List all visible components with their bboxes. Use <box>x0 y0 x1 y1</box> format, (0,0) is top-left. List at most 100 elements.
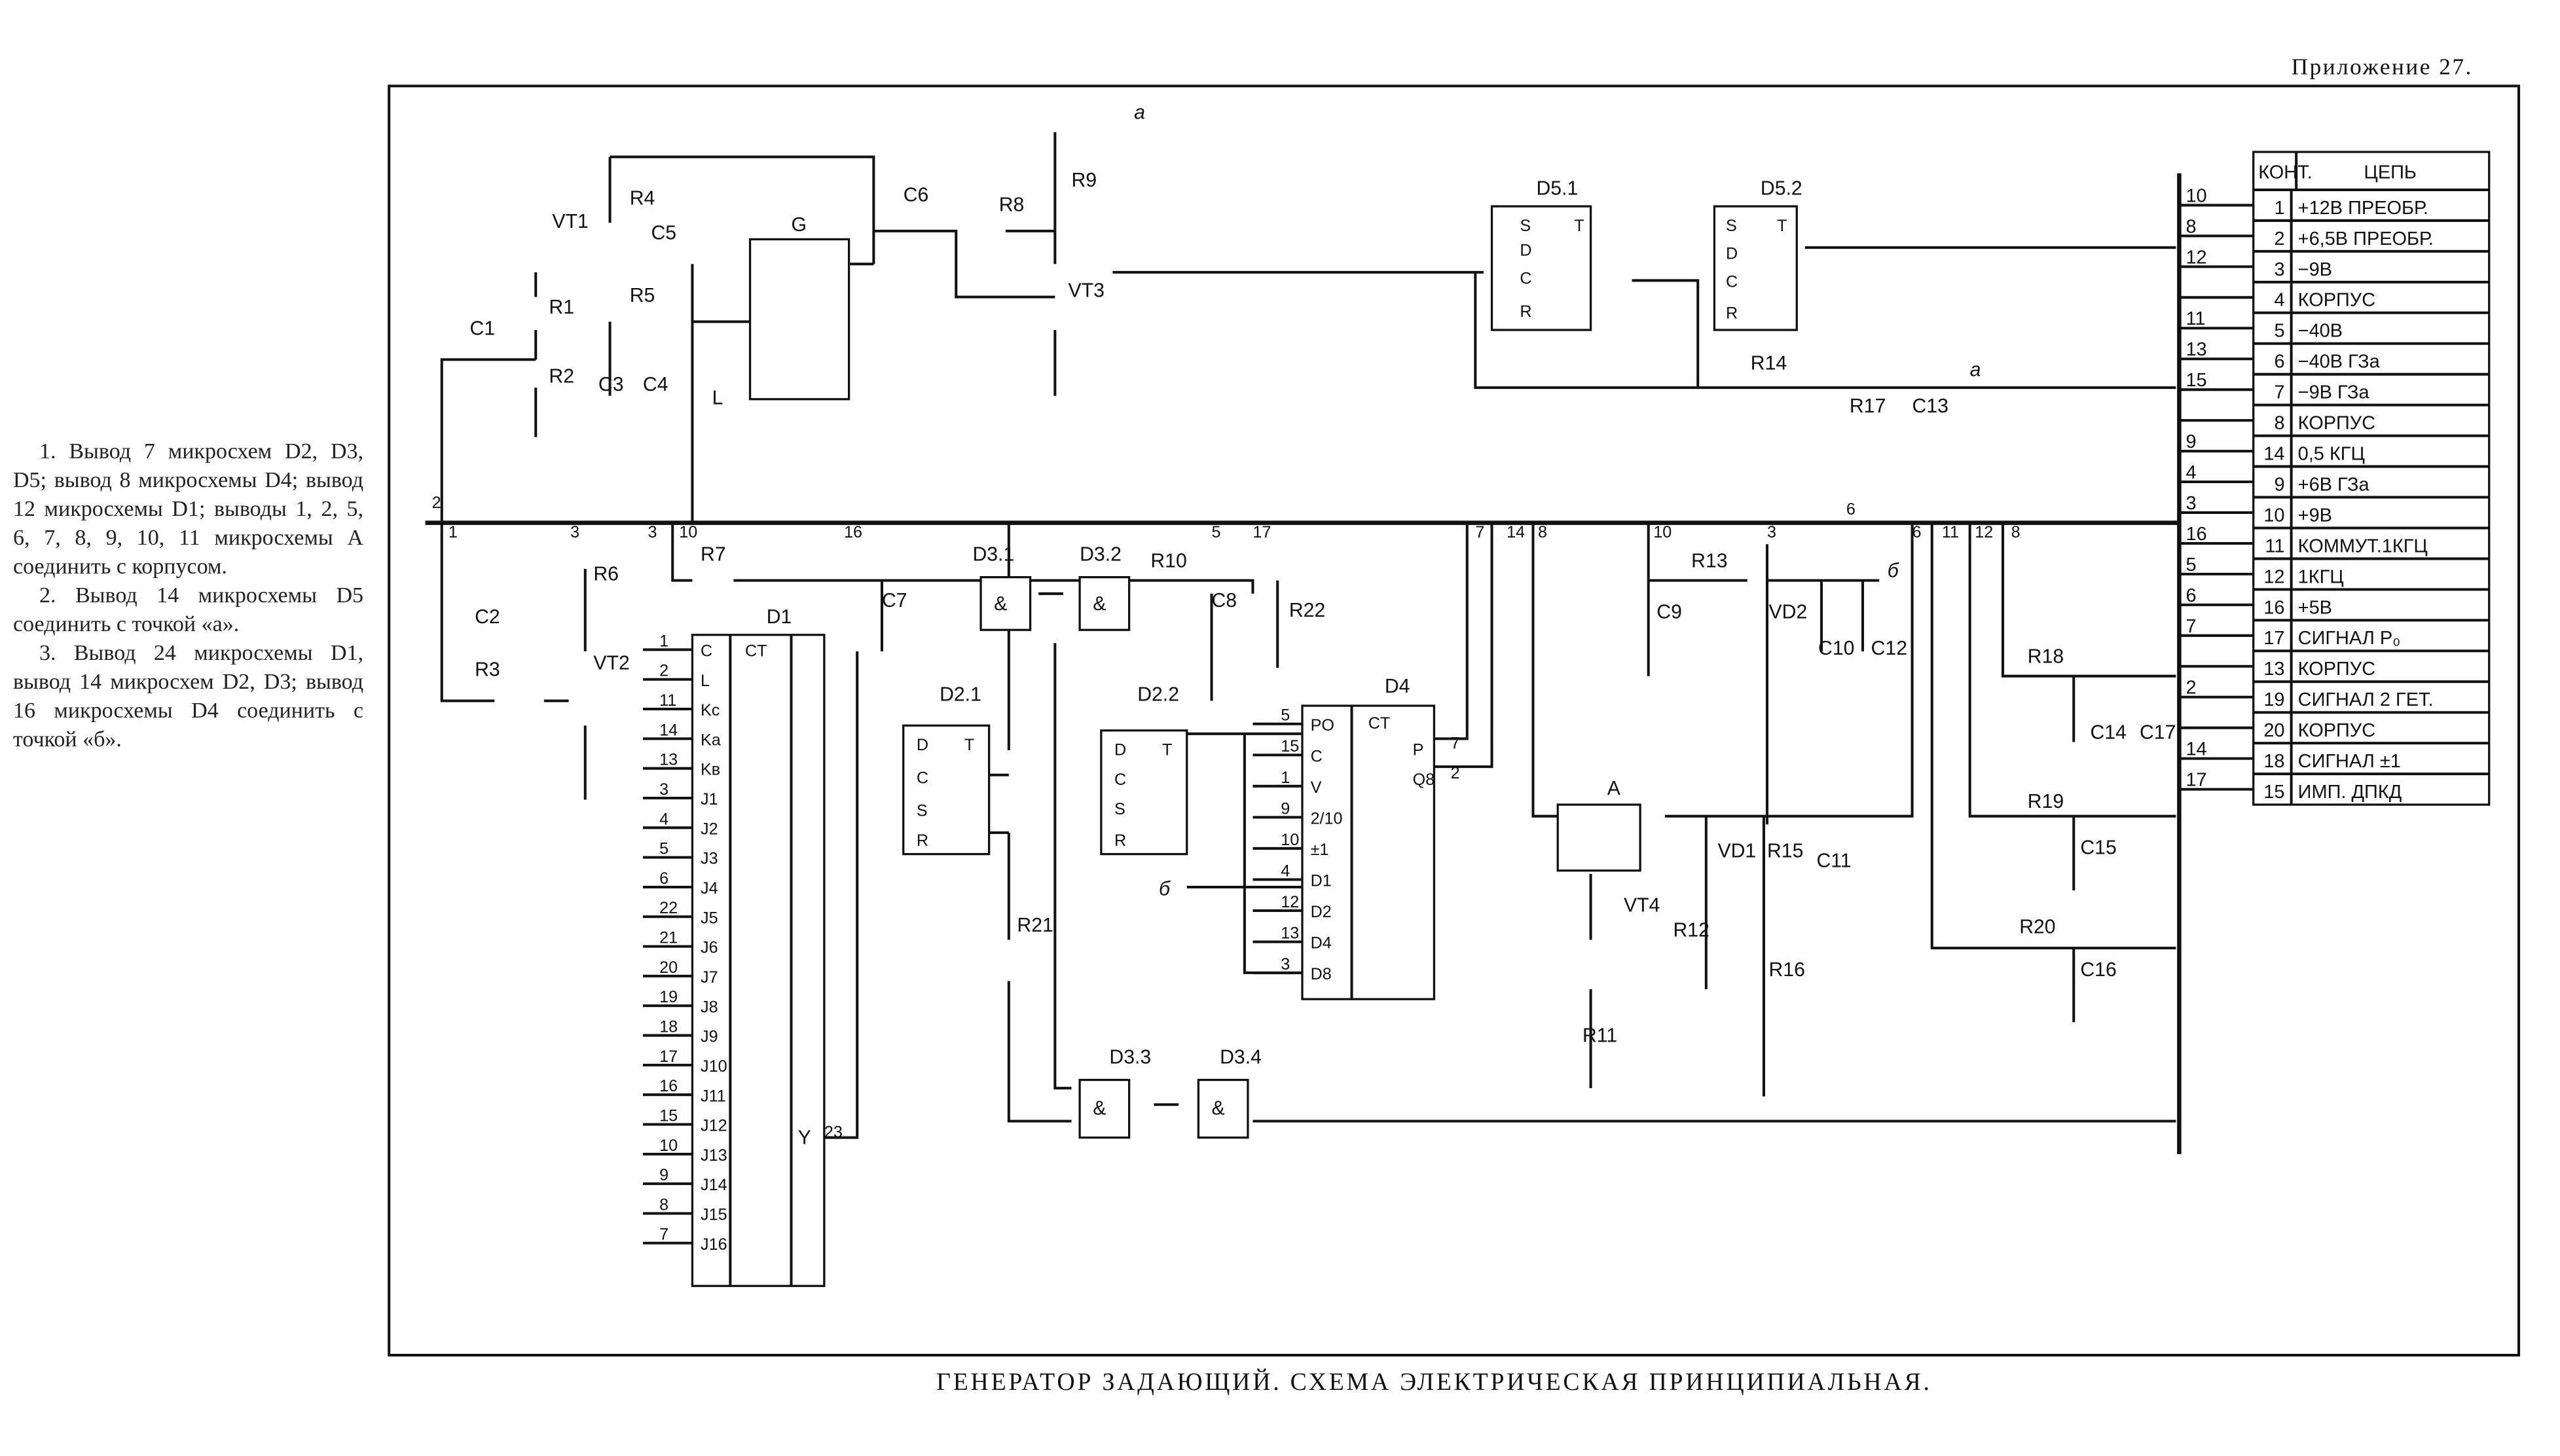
d1-input-j13: J13 <box>701 1146 727 1165</box>
component-label-c14: C14 <box>2090 721 2126 743</box>
d5-1-c: C <box>1520 269 1531 287</box>
component-label-vt4: VT4 <box>1624 895 1660 917</box>
d1-pin-number: 6 <box>659 869 668 888</box>
d1-input-j6: J6 <box>701 939 718 957</box>
d1-pin-number: 16 <box>659 1077 678 1095</box>
bus-tap-number: 3 <box>648 523 657 541</box>
table-cell-contact: 14 <box>2263 443 2284 464</box>
bus-wire-number: 13 <box>2185 339 2206 360</box>
component-label-r11: R11 <box>1582 1025 1617 1047</box>
table-row: 10+9В3 <box>2179 493 2332 526</box>
d3-3-and-symbol: & <box>1093 1097 1106 1119</box>
component-label-r12: R12 <box>1673 919 1709 941</box>
bus-tap-number: 11 <box>1942 523 1959 541</box>
component-label-c13: C13 <box>1912 395 1948 417</box>
bus-wire-number: 3 <box>2185 493 2196 514</box>
component-label-r8: R8 <box>999 194 1025 216</box>
d4-pin-number: 9 <box>1281 799 1290 818</box>
table-cell-circuit: КОРПУС <box>2298 413 2375 434</box>
d4-pin-number: 4 <box>1281 862 1290 880</box>
d1-pin-number: 4 <box>659 810 668 828</box>
d1-input-j14: J14 <box>701 1176 727 1194</box>
table-cell-contact: 16 <box>2263 597 2284 618</box>
d4-pin-number: 13 <box>1281 924 1299 943</box>
d2-2-chip <box>1100 729 1188 856</box>
a-module <box>1556 803 1641 872</box>
net-a-label: а <box>1970 359 1981 380</box>
d1-input-ka: Ka <box>701 731 721 749</box>
bus-wire-number: 17 <box>2185 770 2206 791</box>
d5-2-t: T <box>1777 217 1787 235</box>
bus-wire-number: 11 <box>2185 308 2205 329</box>
component-label-c3: C3 <box>598 374 624 395</box>
d1-pin-number: 22 <box>659 899 678 917</box>
bus-tap-number: 16 <box>844 523 862 541</box>
table-cell-contact: 6 <box>2274 352 2284 373</box>
d1-input-c: C <box>701 642 712 660</box>
bus-tap-number: 14 <box>1507 523 1525 541</box>
table-cell-circuit: ИМП. ДПКД <box>2298 782 2402 803</box>
d2-1-t: T <box>964 736 974 754</box>
generator-g-block <box>748 238 850 401</box>
table-cell-circuit: −40В <box>2298 321 2343 342</box>
d1-pin-number: 11 <box>659 691 676 710</box>
d2-1-d: D <box>917 736 928 754</box>
component-label-c16: C16 <box>2080 959 2116 981</box>
component-label-c5: C5 <box>651 222 676 244</box>
wiring <box>440 132 2176 1139</box>
d1-pin-number: 3 <box>659 780 668 799</box>
table-cell-contact: 12 <box>2263 566 2284 587</box>
bus-wire-number: 5 <box>2185 555 2196 575</box>
component-label-d4: D4 <box>1385 676 1410 697</box>
component-label-d3-2: D3.2 <box>1080 543 1122 565</box>
component-label-c8: C8 <box>1212 590 1237 611</box>
d5-pin-labels: S D C R T S D C R T D C S R T D C S R T … <box>917 217 1787 1119</box>
d4-pin-number: 12 <box>1281 893 1299 911</box>
bus-tap-number: 2 <box>432 494 441 512</box>
d5-2-d: D <box>1726 245 1738 263</box>
d5-1-chip <box>1490 205 1592 331</box>
table-cell-circuit: −40В ГЗа <box>2298 352 2381 373</box>
table-row: 1+12В ПРЕОБР.10 <box>2179 185 2428 219</box>
component-label-vd2: VD2 <box>1769 602 1808 623</box>
d4-input: D8 <box>1311 965 1332 983</box>
d4-input: D1 <box>1311 872 1332 890</box>
bus-tap-number: 8 <box>2011 523 2021 541</box>
d1-output-pin: 23 <box>824 1123 843 1142</box>
note-2: 2. Вывод 14 микросхемы D5 соединить с то… <box>13 583 363 636</box>
d1-pin-number: 2 <box>659 662 668 680</box>
table-cell-circuit: СИГНАЛ ±1 <box>2298 751 2401 772</box>
bus-wire-number: 16 <box>2185 524 2206 545</box>
d1-input-j12: J12 <box>701 1117 727 1135</box>
table-header-circuit: ЦЕПЬ <box>2364 162 2417 183</box>
bus-wire-number: 4 <box>2185 462 2196 483</box>
component-label-d2-1: D2.1 <box>940 683 981 705</box>
component-label-d3-4: D3.4 <box>1220 1046 1262 1068</box>
component-label-r13: R13 <box>1691 551 1727 572</box>
d4-output-pin: 2 <box>1451 764 1460 782</box>
table-cell-circuit: +5В <box>2298 597 2332 618</box>
d1-input-j2: J2 <box>701 820 718 838</box>
net-b-label: б <box>1159 879 1171 900</box>
bus-wire-number: 15 <box>2185 370 2206 391</box>
d1-pin-number: 13 <box>659 751 678 769</box>
d2-2-d: D <box>1114 741 1126 759</box>
component-label-a: A <box>1607 778 1621 799</box>
d4-pin-number: 10 <box>1281 831 1299 849</box>
d4-output-pin: 7 <box>1451 734 1460 752</box>
d2-1-r: R <box>917 831 928 850</box>
component-label-r17: R17 <box>1850 395 1886 417</box>
bus-tap-number: 10 <box>679 523 697 541</box>
component-label-r7: R7 <box>701 543 726 565</box>
d4-body <box>1301 704 1436 1000</box>
bus-tap-number: 6 <box>1912 523 1922 541</box>
d1-pin-number: 10 <box>659 1137 678 1155</box>
